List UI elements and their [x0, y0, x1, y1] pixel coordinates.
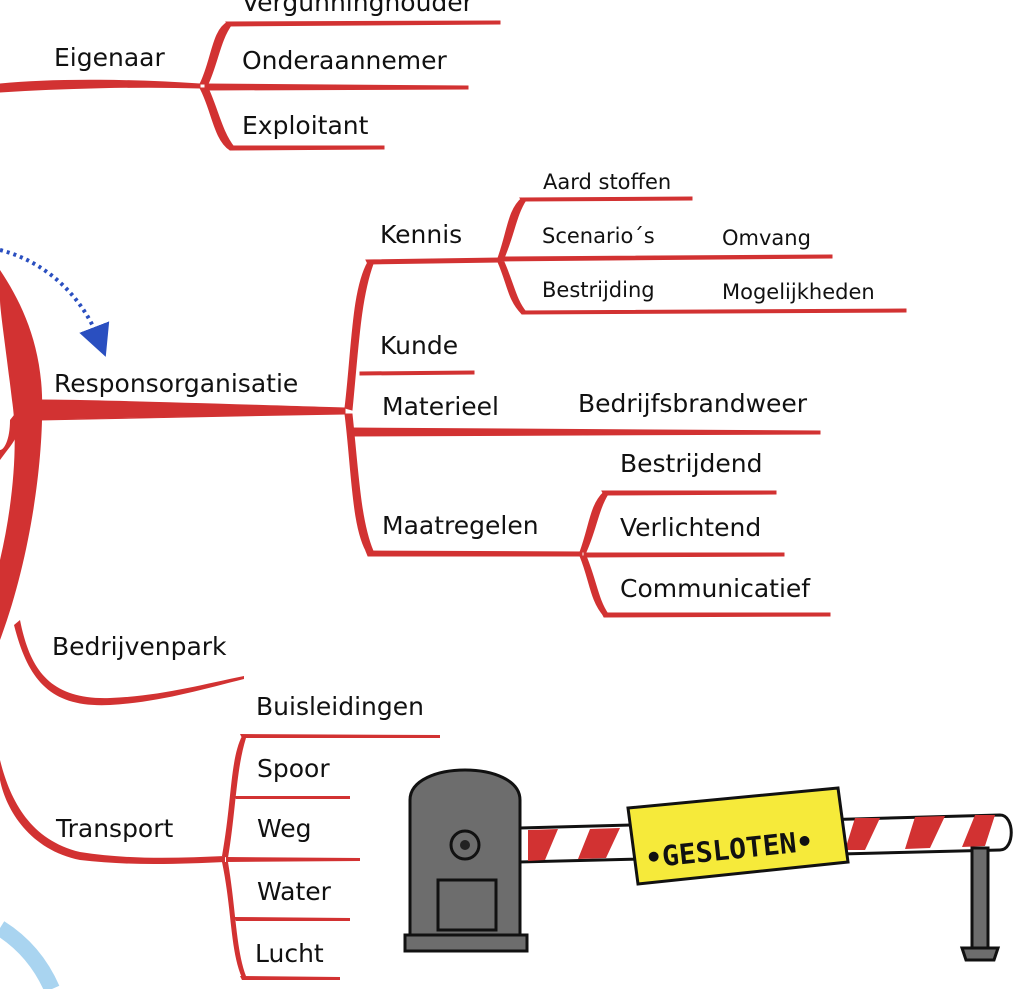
branch-transport-lines — [0, 734, 440, 980]
node-omvang: Omvang — [722, 226, 811, 250]
node-bedrijfsbrandweer: Bedrijfsbrandweer — [578, 389, 808, 418]
node-kennis: Kennis — [380, 220, 463, 249]
node-onderaannemer: Onderaannemer — [242, 46, 447, 75]
node-exploitant: Exploitant — [242, 111, 369, 140]
branch-responsorganisatie-lines — [39, 196, 907, 618]
blue-arc-decoration — [0, 921, 60, 989]
node-spoor: Spoor — [257, 754, 330, 783]
node-water: Water — [257, 877, 331, 906]
node-maatregelen: Maatregelen — [382, 511, 539, 540]
node-lucht: Lucht — [255, 939, 324, 968]
node-vergunninghouder: Vergunninghouder — [242, 0, 473, 17]
node-buisleidingen: Buisleidingen — [256, 692, 424, 721]
node-bestrijding: Bestrijding — [542, 278, 655, 302]
node-aard-stoffen: Aard stoffen — [543, 170, 672, 194]
dotted-arrow — [0, 248, 110, 357]
node-scenarios: Scenario´s — [542, 224, 655, 248]
central-trunk — [0, 270, 43, 640]
node-weg: Weg — [257, 814, 312, 843]
node-bedrijvenpark: Bedrijvenpark — [52, 632, 227, 661]
node-eigenaar: Eigenaar — [54, 43, 165, 72]
node-kunde: Kunde — [380, 331, 459, 360]
node-transport: Transport — [56, 814, 174, 843]
gate-sign — [626, 786, 850, 886]
barrier-illustration: •GESLOTEN• — [403, 768, 1013, 962]
barrier-post-door — [436, 878, 498, 932]
node-communicatief: Communicatief — [620, 574, 811, 603]
node-responsorganisatie: Responsorganisatie — [54, 369, 299, 398]
node-mogelijkheden: Mogelijkheden — [722, 280, 875, 304]
node-bestrijdend: Bestrijdend — [620, 449, 763, 478]
branch-eigenaar-lines — [0, 20, 501, 151]
barrier-support-leg — [970, 846, 990, 950]
node-verlichtend: Verlichtend — [620, 513, 762, 542]
node-materieel: Materieel — [382, 392, 500, 421]
